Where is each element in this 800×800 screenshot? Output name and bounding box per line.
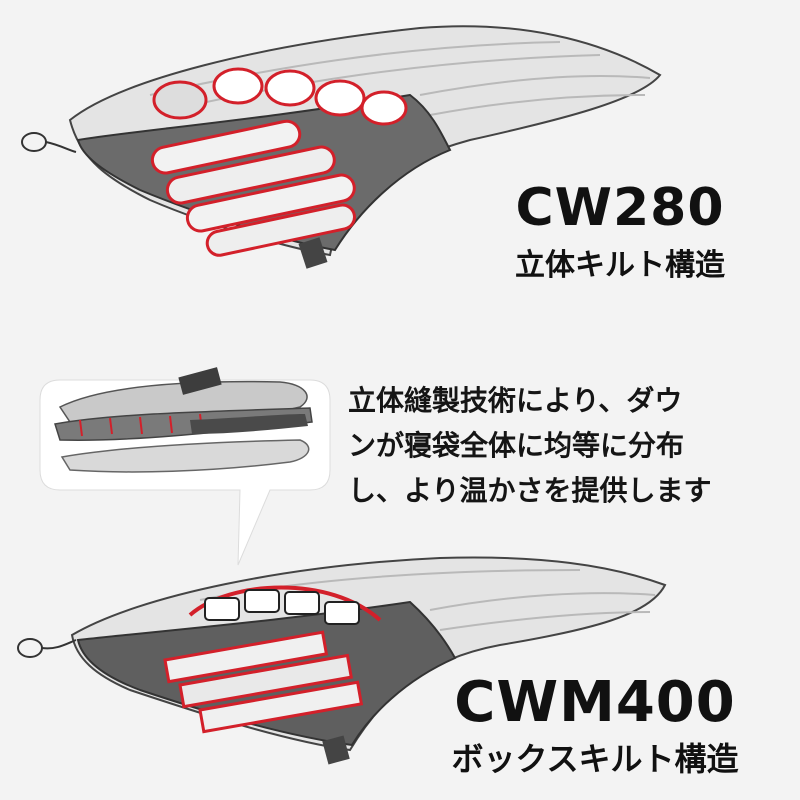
layer-structure-diagram [54, 367, 313, 473]
sleeping-bag-cwm400-illustration [17, 556, 667, 765]
bag-brand-tag [322, 735, 350, 765]
description-line: し、より温かさを提供します [348, 474, 712, 507]
drawcord-toggle [21, 132, 77, 153]
bottom-model-name: CWM400 [454, 670, 736, 735]
lower-box-channels [163, 630, 364, 734]
top-model-name: CW280 [515, 178, 725, 238]
insulation-description: 立体縫製技術により、ダウ ンが寝袋全体に均等に分布 し、より温かさを提供します [348, 378, 788, 513]
bag-brand-tag [298, 237, 328, 269]
sleeping-bag-cw280-illustration [21, 25, 662, 269]
top-structure-label: 立体キルト構造 [515, 248, 725, 283]
lower-baffle-tubes [150, 119, 356, 257]
bottom-structure-label: ボックスキルト構造 [451, 740, 739, 778]
box-baffle-chambers [204, 589, 360, 625]
drawcord-toggle [17, 638, 77, 658]
top-baffle-tubes [152, 67, 408, 126]
description-line: 立体縫製技術により、ダウ [348, 384, 683, 417]
description-line: ンが寝袋全体に均等に分布 [348, 429, 685, 462]
